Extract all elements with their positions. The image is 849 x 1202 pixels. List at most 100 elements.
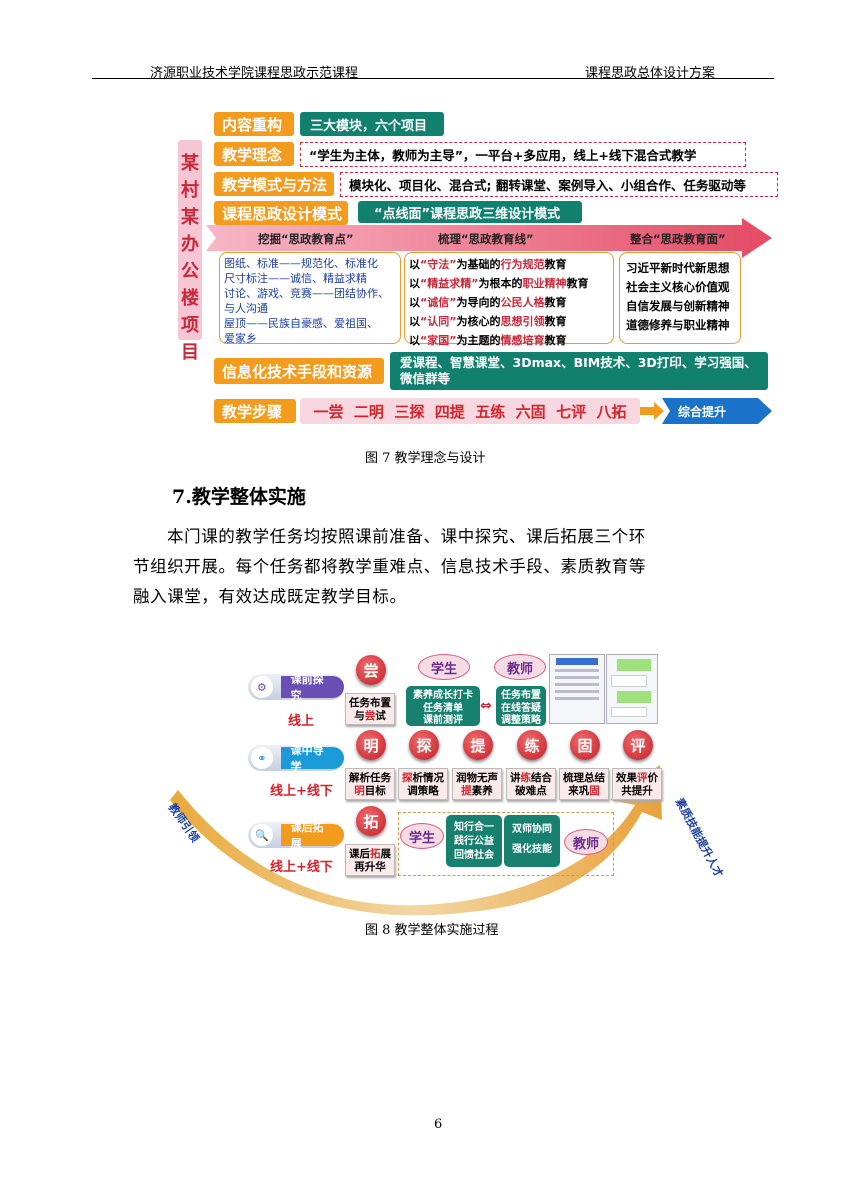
mid-suffix: 教育 — [544, 315, 567, 328]
mid-prefix: 以 — [409, 296, 420, 309]
card-line: 探析情况 — [401, 772, 445, 785]
pill-pre-class: ⚙ 课前探究 — [248, 673, 344, 702]
left-box-line: 与人沟通 — [224, 302, 268, 315]
para-line-2: 节组织开展。每个任务都将教学重难点、信息技术手段、素质教育等 — [133, 557, 646, 576]
mid-topic: 行为规范 — [500, 258, 545, 271]
char-circle-chang: 尝 — [356, 655, 386, 685]
card-text: 效果 — [616, 772, 637, 784]
pill-in-class-text: 课中导学 — [280, 744, 344, 773]
fig7-progress-arrow — [206, 218, 772, 258]
label-teaching-mode: 教学模式与方法 — [214, 172, 334, 196]
in-class-card-2: 润物无声提素养 — [452, 768, 502, 800]
right-box-line: 道德修养与职业精神 — [626, 318, 730, 332]
arrow-comb-label: 梳理“思政教育线” — [438, 232, 534, 246]
pre-card-line-1: 任务布置 — [349, 697, 391, 709]
left-box-line: 屋顶——民族自豪感、爱祖国、 — [224, 317, 378, 330]
mid-suffix: 教育 — [544, 258, 567, 271]
mid-box-line: 以“守法”为基础的行为规范教育 — [409, 255, 609, 274]
box-line: 任务清单 — [423, 702, 463, 714]
page-number: 6 — [434, 1117, 443, 1132]
box-line: 调整策略 — [501, 715, 541, 726]
mid-prefix: 以 — [409, 258, 420, 271]
char-circle-0: 明 — [356, 730, 386, 760]
card-line: 效果评价 — [615, 772, 659, 785]
post-card-line-1: 课后拓展 — [349, 848, 391, 860]
teaching-steps-value: 一尝 二明 三探 四提 五练 六固 七评 八拓 — [300, 398, 640, 424]
fig7-left-box: 图纸、标准——规范化、标准化尺寸标注——诚信、精益求精讨论、游戏、竞赛——团结协… — [219, 252, 401, 345]
fig7-side-label-text: 某村某办公楼项目 — [181, 153, 199, 363]
mid-connector: 为核心的 — [456, 315, 501, 328]
left-box-line: 讨论、游戏、竞赛——团结协作、 — [224, 287, 389, 300]
info-tech-line-2: 微信群等 — [400, 371, 451, 386]
app-screenshot-thumb-2 — [606, 654, 658, 724]
post-teacher-box: 双师协同强化技能 — [504, 815, 560, 867]
pre-teacher-oval: 教师 — [494, 654, 546, 680]
card-text: 价 — [647, 772, 659, 784]
char-circle-1: 探 — [409, 730, 439, 760]
mid-keyword: “诚信” — [420, 296, 457, 309]
card-highlight: 明 — [354, 785, 365, 797]
in-class-card-3: 讲练结合破难点 — [506, 768, 556, 800]
post-card-line-2: 再升华 — [354, 861, 386, 873]
teaching-mode-value: 模块化、项目化、混合式; 翻转课堂、案例导入、小组合作、任务驱动等 — [340, 172, 778, 197]
in-class-mode: 线上+线下 — [270, 784, 333, 799]
fig8-caption: 图 8 教学整体实施过程 — [365, 923, 499, 938]
card-line: 来巩固 — [562, 785, 606, 798]
section-heading: 7.教学整体实施 — [172, 486, 306, 508]
box-line: 在线答疑 — [501, 702, 541, 714]
card-line: 共提升 — [621, 785, 653, 797]
content-restructure-value: 三大模块，六个项目 — [300, 112, 444, 136]
label-design-mode: 课程思政设计模式 — [214, 201, 348, 225]
card-text: 目标 — [364, 785, 386, 797]
post-class-card: 课后拓展 再升华 — [345, 844, 395, 876]
card-highlight: 评 — [637, 772, 648, 784]
final-badge-label: 综合提升 — [678, 405, 727, 419]
mid-keyword: “认同” — [420, 315, 457, 328]
teaching-philosophy-value: “学生为主体，教师为主导”，一平台+多应用，线上+线下混合式教学 — [300, 142, 746, 167]
box-line: 素养成长打卡 — [413, 690, 473, 701]
box-line: 课前测评 — [423, 715, 463, 726]
steps-arrow-icon — [640, 402, 664, 420]
mid-prefix: 以 — [409, 334, 420, 347]
char-circle-4: 固 — [570, 730, 600, 760]
card-highlight: 提 — [461, 785, 472, 797]
pre-class-icon: ⚙ — [251, 676, 273, 698]
left-box-line: 尺寸标注——诚信、精益求精 — [224, 272, 367, 285]
box-line: 回馈社会 — [454, 850, 494, 861]
left-box-line: 爱家乡 — [224, 332, 257, 345]
post-class-mode: 线上+线下 — [270, 860, 333, 875]
in-class-icon: ⚭ — [251, 747, 273, 769]
pre-student-oval: 学生 — [418, 654, 470, 680]
left-box-line: 图纸、标准——规范化、标准化 — [224, 257, 378, 270]
card-line: 调策略 — [407, 785, 439, 797]
mid-prefix: 以 — [409, 315, 420, 328]
para-line-1: 本门课的教学任务均按照课前准备、课中探究、课后拓展三个环 — [167, 527, 646, 546]
card-text: 来巩 — [568, 785, 590, 797]
arrow-dig-label: 挖掘“思政教育点” — [258, 232, 354, 246]
char-circle-2: 提 — [463, 730, 493, 760]
box-line: 强化技能 — [512, 844, 552, 855]
card-text: 素养 — [471, 785, 493, 797]
design-mode-value: “点线面”课程思政三维设计模式 — [358, 201, 582, 223]
mid-connector: 为导向的 — [456, 296, 501, 309]
mid-box-lines: 以“守法”为基础的行为规范教育以“精益求精”为根本的职业精神教育以“诚信”为导向… — [409, 255, 609, 350]
fig7-right-box: 习近平新时代新思想社会主义核心价值观自信发展与创新精神道德修养与职业精神 — [619, 252, 741, 344]
card-highlight: 探 — [402, 772, 413, 784]
mid-keyword: “家国” — [420, 334, 457, 347]
mid-keyword: “守法” — [420, 258, 457, 271]
fig7-mid-box: 以“守法”为基础的行为规范教育以“精益求精”为根本的职业精神教育以“诚信”为导向… — [404, 252, 614, 347]
mid-suffix: 教育 — [544, 334, 567, 347]
pill-pre-class-text: 课前探究 — [280, 673, 344, 702]
post-teacher-oval: 教师 — [564, 829, 608, 855]
mid-connector: 为主题的 — [456, 334, 501, 347]
in-class-card-5: 效果评价共提升 — [612, 768, 662, 800]
app-screenshot-thumb-1 — [549, 654, 605, 724]
info-tech-line-1: 爱课程、智慧课堂、3Dmax、BIM技术、3D打印、学习强国、 — [400, 355, 757, 370]
card-line: 提素养 — [455, 785, 499, 798]
mid-topic: 职业精神 — [522, 277, 567, 290]
mid-box-line: 以“认同”为核心的思想引领教育 — [409, 312, 609, 331]
mid-topic: 思想引领 — [500, 315, 545, 328]
right-box-line: 自信发展与创新精神 — [626, 299, 730, 313]
mid-connector: 为根本的 — [478, 277, 523, 290]
right-arc-label: 素质技能提升人才 — [672, 795, 726, 880]
